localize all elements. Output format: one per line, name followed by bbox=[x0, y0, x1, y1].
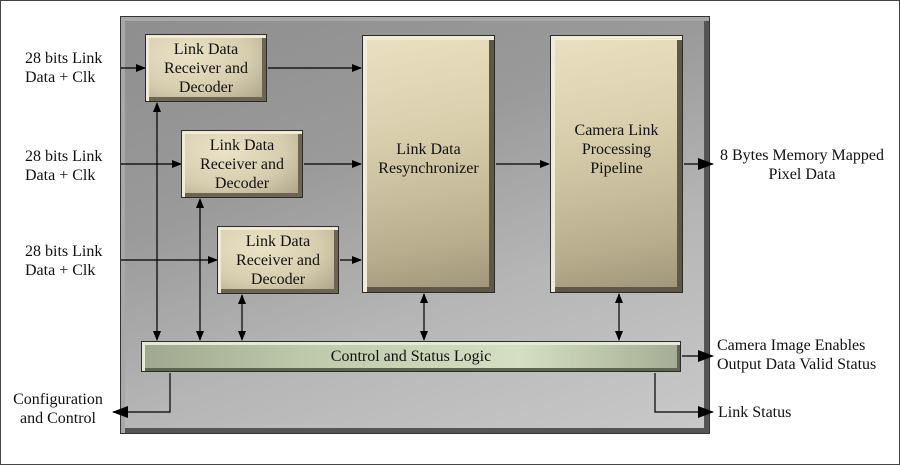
config-line1: Configuration bbox=[13, 391, 103, 408]
input-2-line1: 28 bits Link bbox=[25, 148, 103, 165]
pipeline-block: Camera Link Processing Pipeline bbox=[550, 35, 683, 293]
config-arrow bbox=[112, 373, 171, 418]
receiver-1-line1: Link Data bbox=[173, 40, 239, 58]
receiver-2-line1: Link Data bbox=[209, 136, 275, 154]
pixel-data-label: 8 Bytes Memory Mapped Pixel Data bbox=[716, 146, 888, 184]
input-label-1: 28 bits Link Data + Clk bbox=[25, 49, 102, 87]
receiver-block-3: Link Data Receiver and Decoder bbox=[217, 226, 339, 294]
input-label-3: 28 bits Link Data + Clk bbox=[25, 242, 102, 280]
input-2-line2: Data + Clk bbox=[25, 167, 96, 184]
control-status-block: Control and Status Logic bbox=[141, 341, 681, 372]
pixel-data-line1: 8 Bytes Memory Mapped bbox=[720, 147, 884, 164]
config-line2: and Control bbox=[20, 410, 96, 427]
config-label: Configuration and Control bbox=[8, 390, 108, 428]
receiver-2-line3: Decoder bbox=[214, 174, 270, 192]
resync-line1: Link Data bbox=[396, 141, 461, 158]
receiver-3-line3: Decoder bbox=[250, 270, 306, 288]
link-status-arrow bbox=[654, 373, 714, 418]
pipeline-line1: Camera Link bbox=[574, 121, 659, 139]
receiver-3-line2: Receiver and bbox=[236, 251, 320, 269]
link-status-label: Link Status bbox=[718, 404, 792, 421]
camera-enables-line1: Camera Image Enables bbox=[717, 337, 866, 354]
receiver-1-line3: Decoder bbox=[178, 78, 234, 96]
input-1-line2: Data + Clk bbox=[25, 69, 96, 86]
input-3-line1: 28 bits Link bbox=[25, 243, 103, 260]
receiver-1-line2: Receiver and bbox=[164, 59, 248, 77]
resync-line2: Resynchronizer bbox=[378, 160, 479, 177]
input-3-line2: Data + Clk bbox=[25, 262, 96, 279]
pipeline-line3: Pipeline bbox=[590, 159, 643, 177]
input-1-line1: 28 bits Link bbox=[25, 50, 103, 67]
receiver-3-line1: Link Data bbox=[245, 232, 311, 250]
pixel-data-line2: Pixel Data bbox=[768, 166, 836, 183]
input-label-2: 28 bits Link Data + Clk bbox=[25, 147, 102, 185]
camera-enables-label: Camera Image Enables Output Data Valid S… bbox=[717, 336, 876, 374]
camera-enables-line2: Output Data Valid Status bbox=[717, 356, 877, 373]
resynchronizer-block: Link Data Resynchronizer bbox=[362, 35, 495, 293]
pipeline-line2: Processing bbox=[581, 140, 652, 158]
receiver-2-line2: Receiver and bbox=[200, 155, 284, 173]
receiver-block-1: Link Data Receiver and Decoder bbox=[145, 34, 267, 102]
control-label: Control and Status Logic bbox=[330, 348, 492, 365]
receiver-block-2: Link Data Receiver and Decoder bbox=[181, 130, 303, 198]
